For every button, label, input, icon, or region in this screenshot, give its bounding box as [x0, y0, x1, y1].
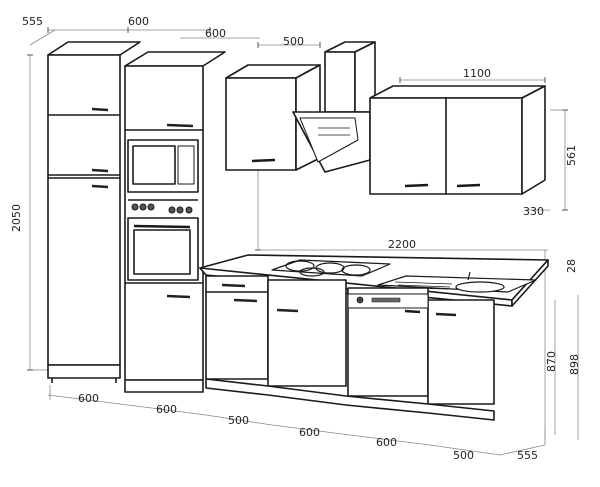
- dim-base-height: 870: [545, 351, 558, 372]
- base-cabinets: [205, 275, 495, 421]
- wall-cabinet-1100: [369, 85, 546, 195]
- dim-bottom-width-5: 600: [376, 436, 397, 449]
- dimension-lines: [29, 29, 579, 456]
- dim-bottom-width-6: 500: [453, 449, 474, 462]
- dim-bottom-width-1: 600: [78, 392, 99, 405]
- dim-bottom-width-2: 600: [156, 403, 177, 416]
- dim-top-width-wall-1: 500: [283, 35, 304, 48]
- dimension-labels: 555 600 600 500 1100 2050 561 330 2200 2…: [10, 15, 581, 462]
- dim-top-width-wall-2: 1100: [463, 67, 491, 80]
- hob: [271, 259, 391, 277]
- dim-top-depth-left: 555: [22, 15, 43, 28]
- dim-right-depth-wall: 330: [523, 205, 544, 218]
- dim-base-height-with-top: 898: [568, 354, 581, 375]
- dimension-ticks: [27, 27, 568, 371]
- dim-top-width-tall-1: 600: [128, 15, 149, 28]
- dim-right-height-wall: 561: [565, 145, 578, 166]
- dim-left-height-total: 2050: [10, 204, 23, 232]
- dim-bottom-width-3: 500: [228, 414, 249, 427]
- dim-bottom-width-4: 600: [299, 426, 320, 439]
- dim-worktop-length: 2200: [388, 238, 416, 251]
- dim-worktop-thickness: 28: [565, 259, 578, 273]
- extractor-hood: [292, 41, 376, 173]
- dim-top-width-tall-2: 600: [205, 27, 226, 40]
- tall-cabinet-fridge: [47, 41, 141, 383]
- tall-cabinet-appliances: [124, 51, 226, 393]
- furniture: [47, 41, 549, 421]
- dim-bottom-depth: 555: [517, 449, 538, 462]
- sink: [377, 271, 537, 293]
